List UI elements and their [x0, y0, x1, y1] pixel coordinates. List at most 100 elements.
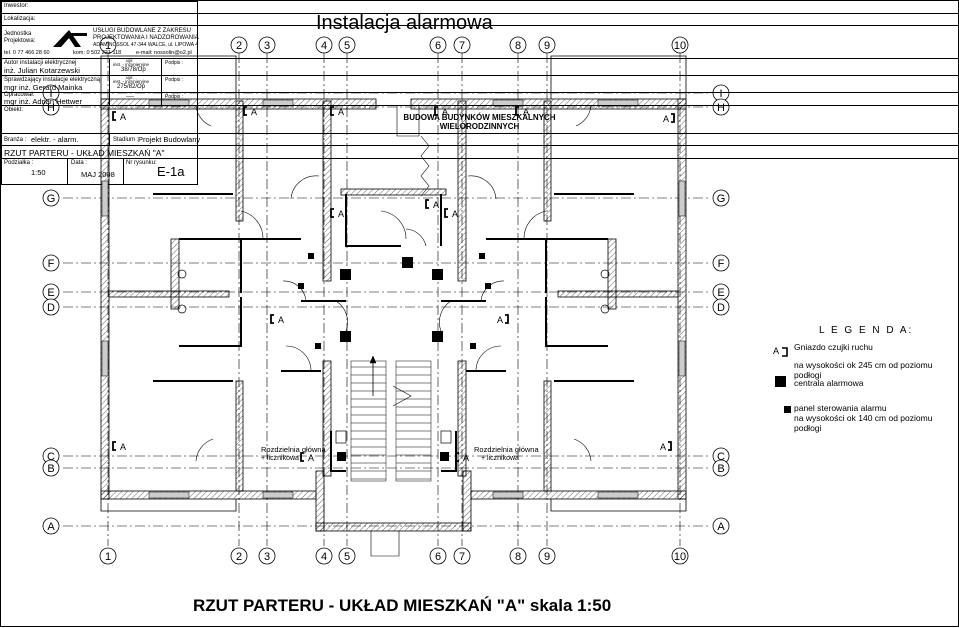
- motion-sensor-icon: A: [455, 452, 469, 463]
- sheet-label: Nr rysunku:: [126, 160, 157, 166]
- motion-sensor-icon: A: [515, 106, 529, 117]
- sensor-label: A: [251, 107, 257, 117]
- grid-bubble-row: D: [42, 298, 60, 316]
- grid-label-col: 1: [105, 40, 111, 52]
- motion-sensor-icon: A: [270, 314, 284, 325]
- sensor-label: A: [660, 442, 666, 452]
- grid-bubble-row: G: [712, 189, 730, 207]
- unit-label-1: Jednostka: [4, 31, 32, 37]
- author-perm-2: inst. - inżynieryjne: [113, 62, 150, 67]
- wall-entrance-left: [315, 470, 325, 532]
- divider: [109, 58, 110, 105]
- grid-label-col: 1: [105, 551, 111, 563]
- grid-label-row: D: [717, 302, 725, 314]
- grid-label-col: 6: [435, 40, 441, 52]
- wall-core-right-low: [457, 360, 467, 477]
- legend-heading: L E G E N D A:: [819, 325, 914, 336]
- grid-label-row: D: [47, 302, 55, 314]
- grid-bubble-row: F: [42, 254, 60, 272]
- grid-label-row: G: [717, 193, 726, 205]
- sensor-label: A: [278, 315, 284, 325]
- grid-label-row: H: [47, 102, 55, 114]
- grid-label-row: A: [47, 521, 55, 533]
- grid-label-col: 6: [435, 551, 441, 563]
- checker-perm-3: 275/82/Op: [117, 84, 146, 90]
- grid-bubble-row: B: [712, 459, 730, 477]
- drawing-subtitle: RZUT PARTERU - UKŁAD MIESZKAŃ "A" skala …: [193, 596, 612, 615]
- grid-bubble-row: C: [42, 447, 60, 465]
- grid-label-col: 8: [515, 551, 521, 563]
- legend-sensor-icon: A: [773, 346, 779, 356]
- door-swings: [195, 105, 592, 557]
- grid-bubble-col: 1: [99, 547, 117, 565]
- staircase: [350, 355, 432, 482]
- motion-sensor-icon: A: [243, 106, 257, 117]
- unit-label-2: Projektowa:: [4, 38, 36, 44]
- grid-label-col: 4: [321, 551, 327, 563]
- grid-bubble-col: 2: [230, 36, 248, 54]
- grid-bubble-col: 4: [315, 547, 333, 565]
- scale-value: 1:50: [31, 168, 46, 177]
- checker-label: Sprawdzający instalacje elektryczną: [4, 77, 101, 83]
- wall-left-bay: [170, 238, 180, 310]
- grid-bubble-row: B: [42, 459, 60, 477]
- wall-entrance-right: [462, 470, 472, 532]
- motion-sensor-icon: A: [497, 314, 509, 325]
- grid-bubble-col: 6: [429, 547, 447, 565]
- grid-label-row: G: [47, 193, 56, 205]
- grid-bubble-row: A: [42, 517, 60, 535]
- grid-bubble-row: E: [712, 283, 730, 301]
- grid-bubble-col: 3: [258, 36, 276, 54]
- grid-label-row: H: [717, 102, 725, 114]
- grid-bubble-row: A: [712, 517, 730, 535]
- grid-bubble-row: H: [42, 98, 60, 116]
- divider: [1, 13, 958, 14]
- legend-sensor-line2: na wysokości ok 245 cm od poziomu podłog…: [794, 360, 933, 380]
- grid-bubble-row: D: [712, 298, 730, 316]
- title-block: Inwestor: Lokalizacja: Jednostka Projekt…: [1, 1, 958, 185]
- partitions: [153, 193, 634, 472]
- motion-sensor-icon: A: [300, 452, 314, 463]
- company-logo: [53, 30, 87, 47]
- contact-tel: tel. 0 77 466 28 60: [4, 50, 50, 56]
- grid-label-row: C: [47, 451, 55, 463]
- grid-bubble-col: 10: [671, 36, 689, 54]
- motion-sensor-icon: A: [330, 208, 344, 219]
- legend-panel-icon: [784, 406, 791, 413]
- grid-label-row: F: [48, 258, 55, 270]
- grid-label-row: I: [719, 88, 722, 100]
- divider: [1, 58, 958, 59]
- object-label: Obiekt:: [4, 107, 24, 113]
- wall-core-left-low: [322, 360, 332, 477]
- alarm-central-icon: [402, 257, 413, 268]
- divider: [1, 25, 958, 26]
- grid-label-row: B: [717, 463, 724, 475]
- wall-inner-e: [543, 100, 552, 222]
- alarm-central-icon: [440, 452, 449, 461]
- distribution-label-right-1: Rozdzielnia główna: [474, 445, 539, 454]
- distribution-label-left-1: Rozdzielnia główna: [261, 445, 326, 454]
- stage-value: Projekt Budowlany: [138, 135, 201, 144]
- contact-mail: e-mail: nossolin@o2.pl: [136, 50, 192, 56]
- scale-label: Podziałka :: [4, 160, 34, 166]
- divider: [109, 133, 110, 145]
- grid-bubble-col: 5: [338, 36, 356, 54]
- alarm-central-icon: [340, 331, 351, 342]
- legend-central-icon: [775, 376, 786, 387]
- wall-inner-e2: [543, 380, 552, 492]
- balconies: [100, 55, 687, 512]
- chimney-cable: [396, 106, 430, 197]
- grid-label-col: 9: [544, 40, 550, 52]
- legend-panel-line2: na wysokości ok 140 cm od poziomu podłog…: [794, 413, 933, 433]
- sensor-label: A: [663, 114, 669, 124]
- stage-label: Stadium :: [113, 137, 139, 143]
- divider: [67, 158, 68, 184]
- wall-west: [100, 98, 110, 500]
- checker-perm-1: upr.: [126, 75, 134, 80]
- wall-stair-right: [457, 100, 467, 282]
- control-panel-icon: [485, 283, 491, 289]
- legend-central-label: centrala alarmowa: [794, 378, 864, 388]
